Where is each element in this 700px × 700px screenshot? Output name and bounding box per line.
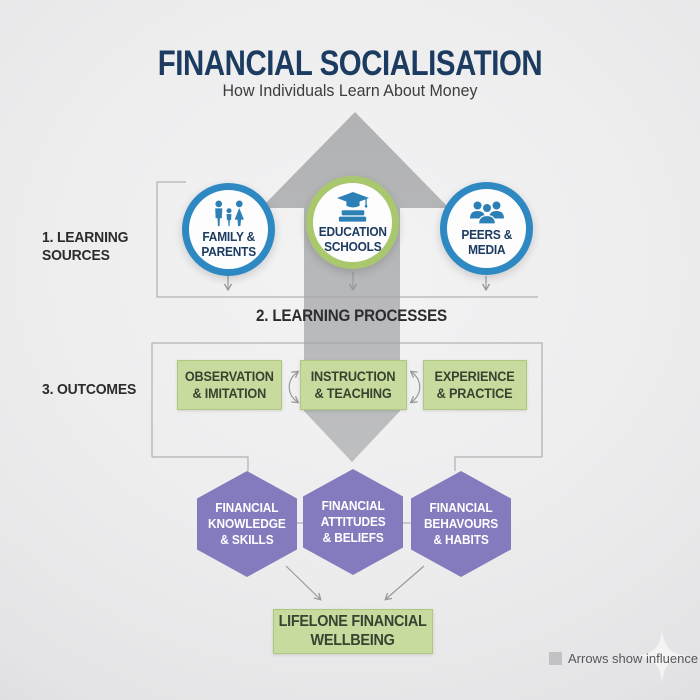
label-outcomes: 3. OUTCOMES xyxy=(42,381,137,398)
sparkle-watermark xyxy=(636,630,688,682)
process-observation-imitation: OBSERVATION& IMITATION xyxy=(177,360,282,410)
graduation-cap-icon xyxy=(334,191,372,223)
page-title: FINANCIAL SOCIALISATION xyxy=(157,44,543,83)
legend-swatch-icon xyxy=(549,652,562,665)
process-instruction-teaching: INSTRUCTION& TEACHING xyxy=(300,360,407,410)
label-learning-processes: 2. LEARNING PROCESSES xyxy=(256,307,447,325)
legend-text: Arrows show influence xyxy=(568,651,699,666)
legend: Arrows show influence xyxy=(549,651,698,666)
process-label: OBSERVATION& IMITATION xyxy=(185,368,274,401)
process-experience-practice: EXPERIENCE& PRACTICE xyxy=(423,360,527,410)
label-learning-sources: 1. LEARNING SOURCES xyxy=(42,229,129,265)
source-peers-media: PEERS &MEDIA xyxy=(440,182,533,275)
influence-arrows xyxy=(223,272,491,601)
family-icon xyxy=(209,200,249,228)
source-family-parents: FAMILY &PARENTS xyxy=(182,183,275,276)
process-label: INSTRUCTION& TEACHING xyxy=(311,368,396,401)
source-label: PEERS &MEDIA xyxy=(461,228,512,257)
bracket-lines xyxy=(151,181,543,524)
people-group-icon xyxy=(467,199,507,226)
source-label: FAMILY &PARENTS xyxy=(201,229,256,259)
page-subtitle: How Individuals Learn About Money xyxy=(222,81,478,100)
process-label: EXPERIENCE& PRACTICE xyxy=(435,368,515,401)
